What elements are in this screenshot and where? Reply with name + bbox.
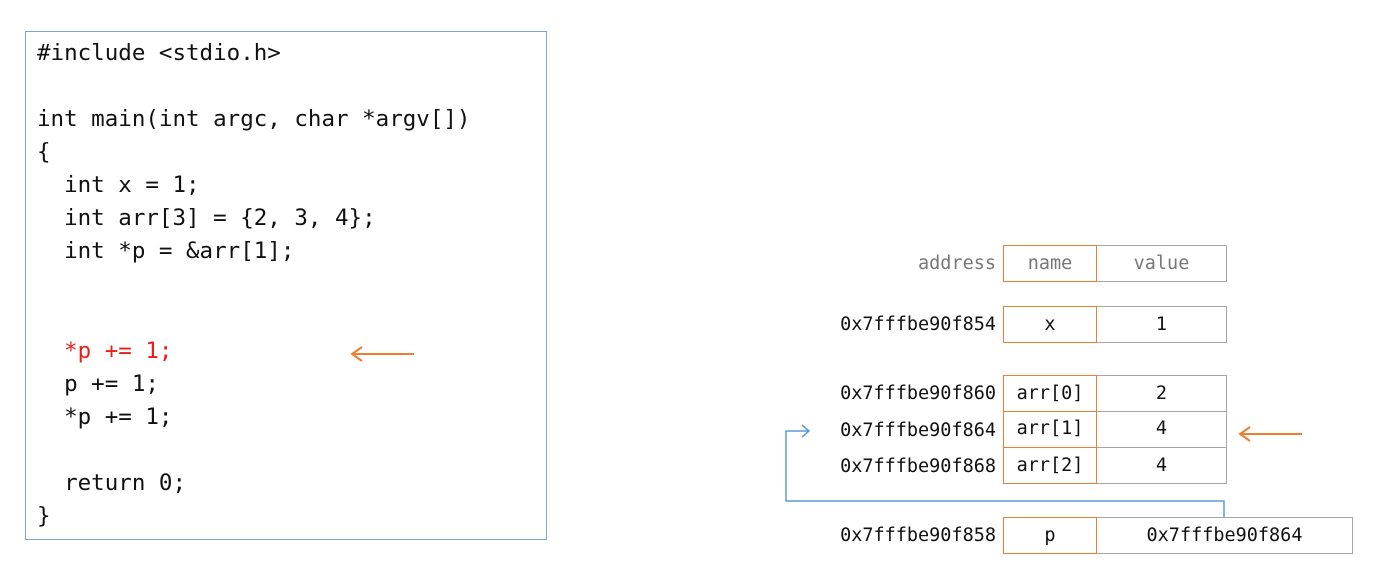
value-p: 0x7fffbe90f864 <box>1097 517 1353 554</box>
current-line-arrow-icon <box>350 346 414 362</box>
header-value: value <box>1097 245 1227 282</box>
header-address: address <box>918 253 996 274</box>
pointer-arrow-icon <box>785 424 1225 517</box>
code-line: return 0; <box>37 470 187 496</box>
name-p: p <box>1003 517 1097 554</box>
header-name: name <box>1003 245 1097 282</box>
name-x: x <box>1003 306 1097 343</box>
name-arr0: arr[0] <box>1003 375 1097 412</box>
code-line-current: *p += 1; <box>37 338 173 364</box>
code-line: #include <stdio.h> <box>37 40 281 66</box>
value-arr0: 2 <box>1097 375 1227 412</box>
address-arr1: 0x7fffbe90f864 <box>840 420 996 441</box>
value-arr2: 4 <box>1097 447 1227 484</box>
code-line: int x = 1; <box>37 172 200 198</box>
address-x: 0x7fffbe90f854 <box>840 314 996 335</box>
name-arr2: arr[2] <box>1003 447 1097 484</box>
value-x: 1 <box>1097 306 1227 343</box>
address-p: 0x7fffbe90f858 <box>840 525 996 546</box>
code-line: { <box>37 139 51 165</box>
code-line: } <box>37 503 51 529</box>
code-panel <box>25 31 547 540</box>
changed-value-arrow-icon <box>1238 426 1302 442</box>
code-line: int *p = &arr[1]; <box>37 238 295 264</box>
address-arr2: 0x7fffbe90f868 <box>840 456 996 477</box>
code-line: p += 1; <box>37 371 159 397</box>
code-line: int main(int argc, char *argv[]) <box>37 106 471 132</box>
code-line: int arr[3] = {2, 3, 4}; <box>37 205 376 231</box>
address-arr0: 0x7fffbe90f860 <box>840 383 996 404</box>
code-line: *p += 1; <box>37 404 173 430</box>
